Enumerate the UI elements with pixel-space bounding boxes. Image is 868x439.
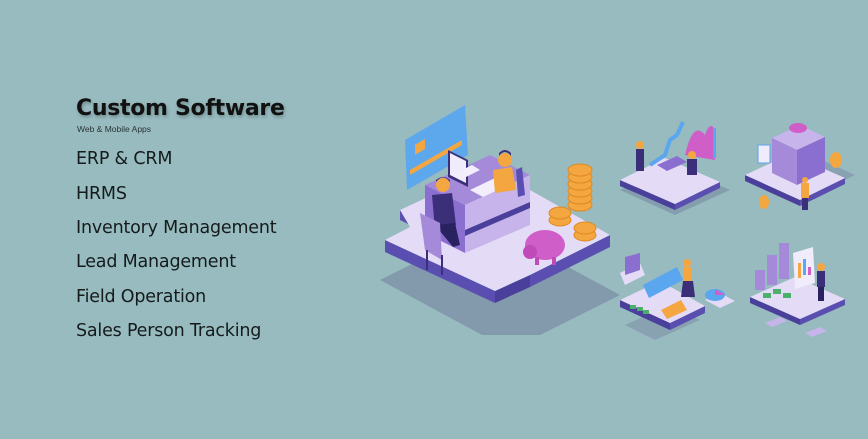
page-subtitle: Web & Mobile Apps	[77, 124, 152, 134]
growth-chart-illustration	[620, 121, 730, 215]
feature-item-inventory: Inventory Management	[76, 218, 277, 239]
feature-item-sales-tracking: Sales Person Tracking	[76, 320, 262, 341]
payment-illustration	[620, 253, 735, 340]
feature-item-field-operation: Field Operation	[76, 286, 207, 307]
office-desk-illustration	[380, 105, 620, 335]
feature-item-hrms: HRMS	[76, 184, 127, 204]
feature-list: ERP & CRM HRMS Inventory Management Lead…	[76, 145, 285, 348]
presentation-illustration	[750, 243, 845, 337]
page-title: Custom Software	[76, 96, 285, 121]
hero-text: Custom Software Web & Mobile Apps ERP & …	[76, 96, 285, 348]
feature-item-lead: Lead Management	[76, 252, 236, 273]
vault-illustration	[745, 123, 855, 210]
feature-item-erp-crm: ERP & CRM	[76, 149, 173, 169]
